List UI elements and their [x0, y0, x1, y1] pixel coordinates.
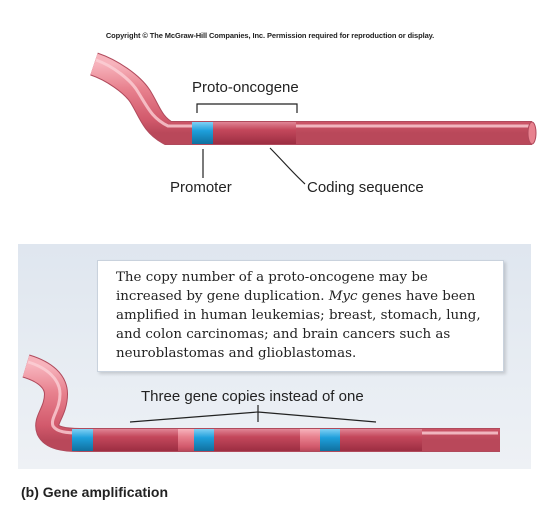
- promoter-label: Promoter: [170, 179, 232, 196]
- explanation-text-1: The copy number of a proto-oncogene may …: [116, 270, 428, 304]
- promoter-b-3: [320, 429, 340, 451]
- coding-sequence-a: [212, 122, 296, 144]
- promoter-b-2: [194, 429, 214, 451]
- panel-b-caption: (b) Gene amplification: [21, 484, 169, 500]
- promoter-b-1: [72, 429, 93, 451]
- dna-strand-b: [22, 354, 500, 452]
- gene-copy-2: [195, 429, 301, 451]
- dna-strand-a: [89, 52, 537, 185]
- explanation-box: The copy number of a proto-oncogene may …: [97, 260, 504, 372]
- promoter-a: [192, 122, 213, 144]
- gene-bracket-a: [196, 103, 298, 113]
- coding-sequence-label: Coding sequence: [307, 179, 424, 196]
- copies-label: Three gene copies instead of one: [141, 388, 364, 405]
- gene-copy-1: [92, 429, 178, 451]
- coding-leader: [269, 147, 306, 185]
- copyright-notice: Copyright © The McGraw-Hill Companies, I…: [105, 31, 435, 40]
- explanation-text-2: genes have been amplified in human leuke…: [116, 289, 481, 361]
- myc-italic: Myc: [328, 289, 358, 304]
- gene-copy-3: [340, 429, 422, 451]
- copies-pointer: [129, 405, 377, 423]
- proto-oncogene-label: Proto-oncogene: [192, 79, 299, 96]
